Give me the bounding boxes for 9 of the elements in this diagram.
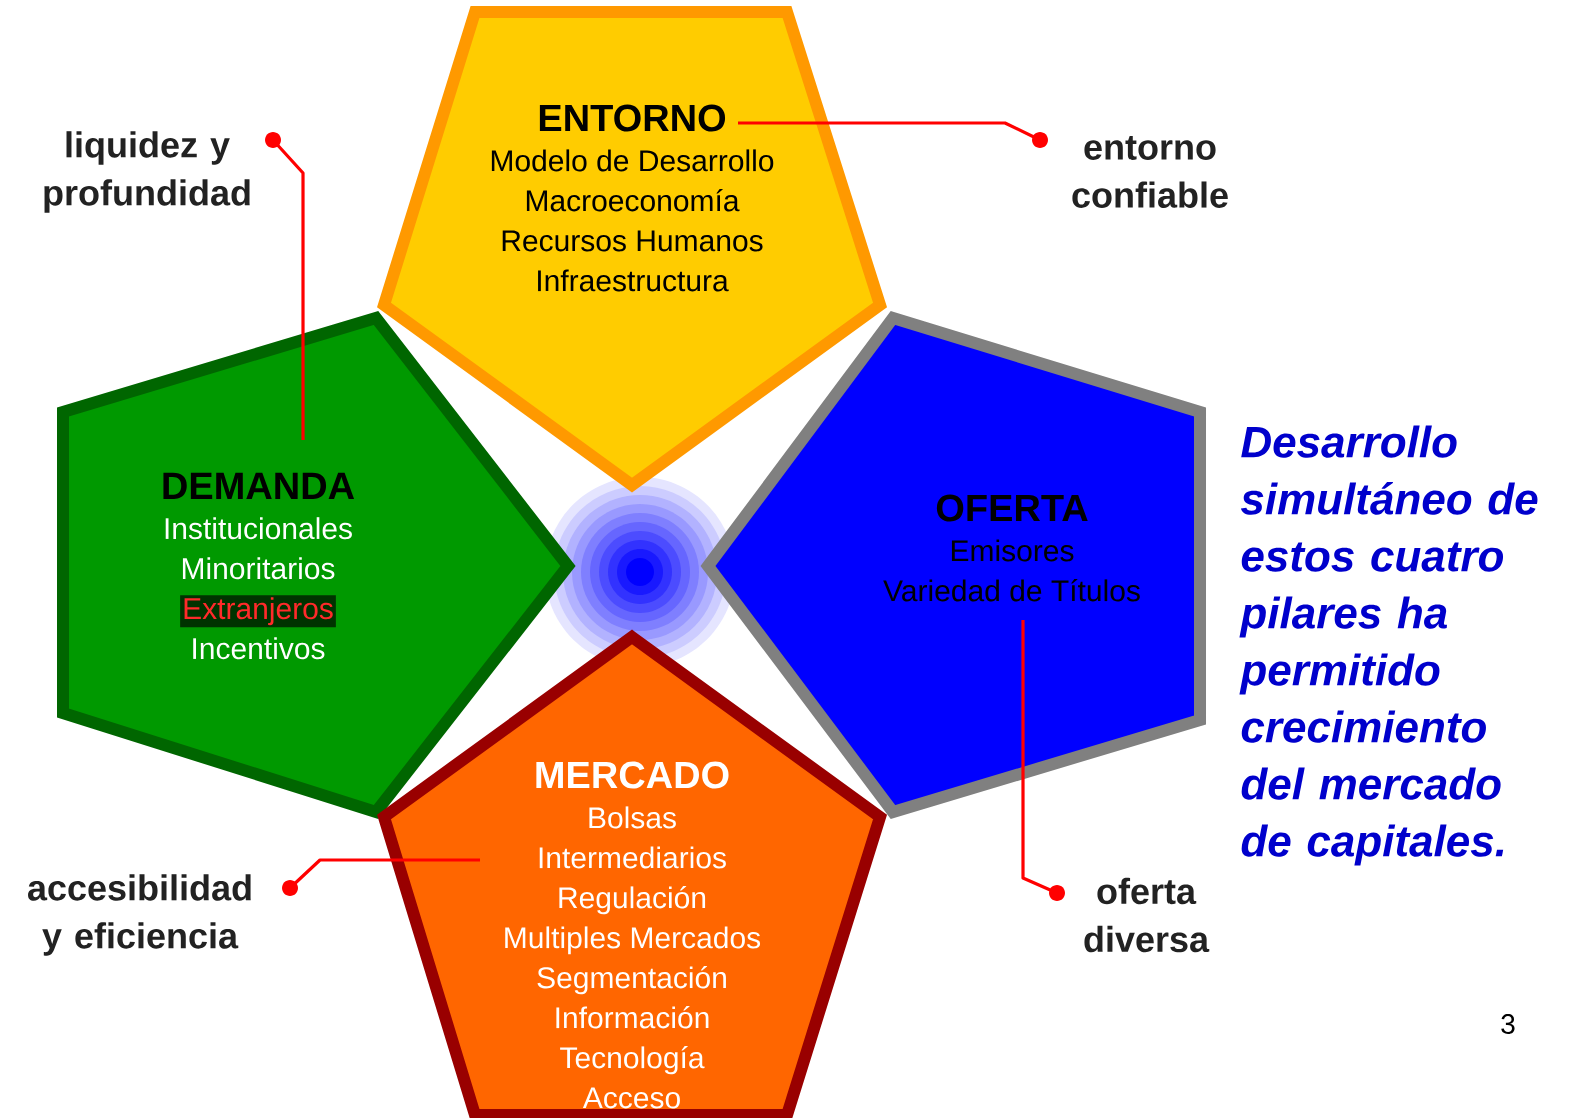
leader-line bbox=[738, 121, 1048, 148]
leader-line bbox=[265, 132, 305, 440]
callout-text: entorno confiable bbox=[1072, 136, 1228, 208]
page-number: 3 bbox=[1501, 1014, 1515, 1034]
leader-line bbox=[282, 858, 480, 896]
callout-text: oferta diversa bbox=[1084, 877, 1210, 953]
callout-text: liquidez y profundidad bbox=[44, 131, 250, 213]
callout-text: accesibilidad y eficiencia bbox=[28, 874, 251, 956]
leader-line bbox=[1021, 620, 1065, 901]
